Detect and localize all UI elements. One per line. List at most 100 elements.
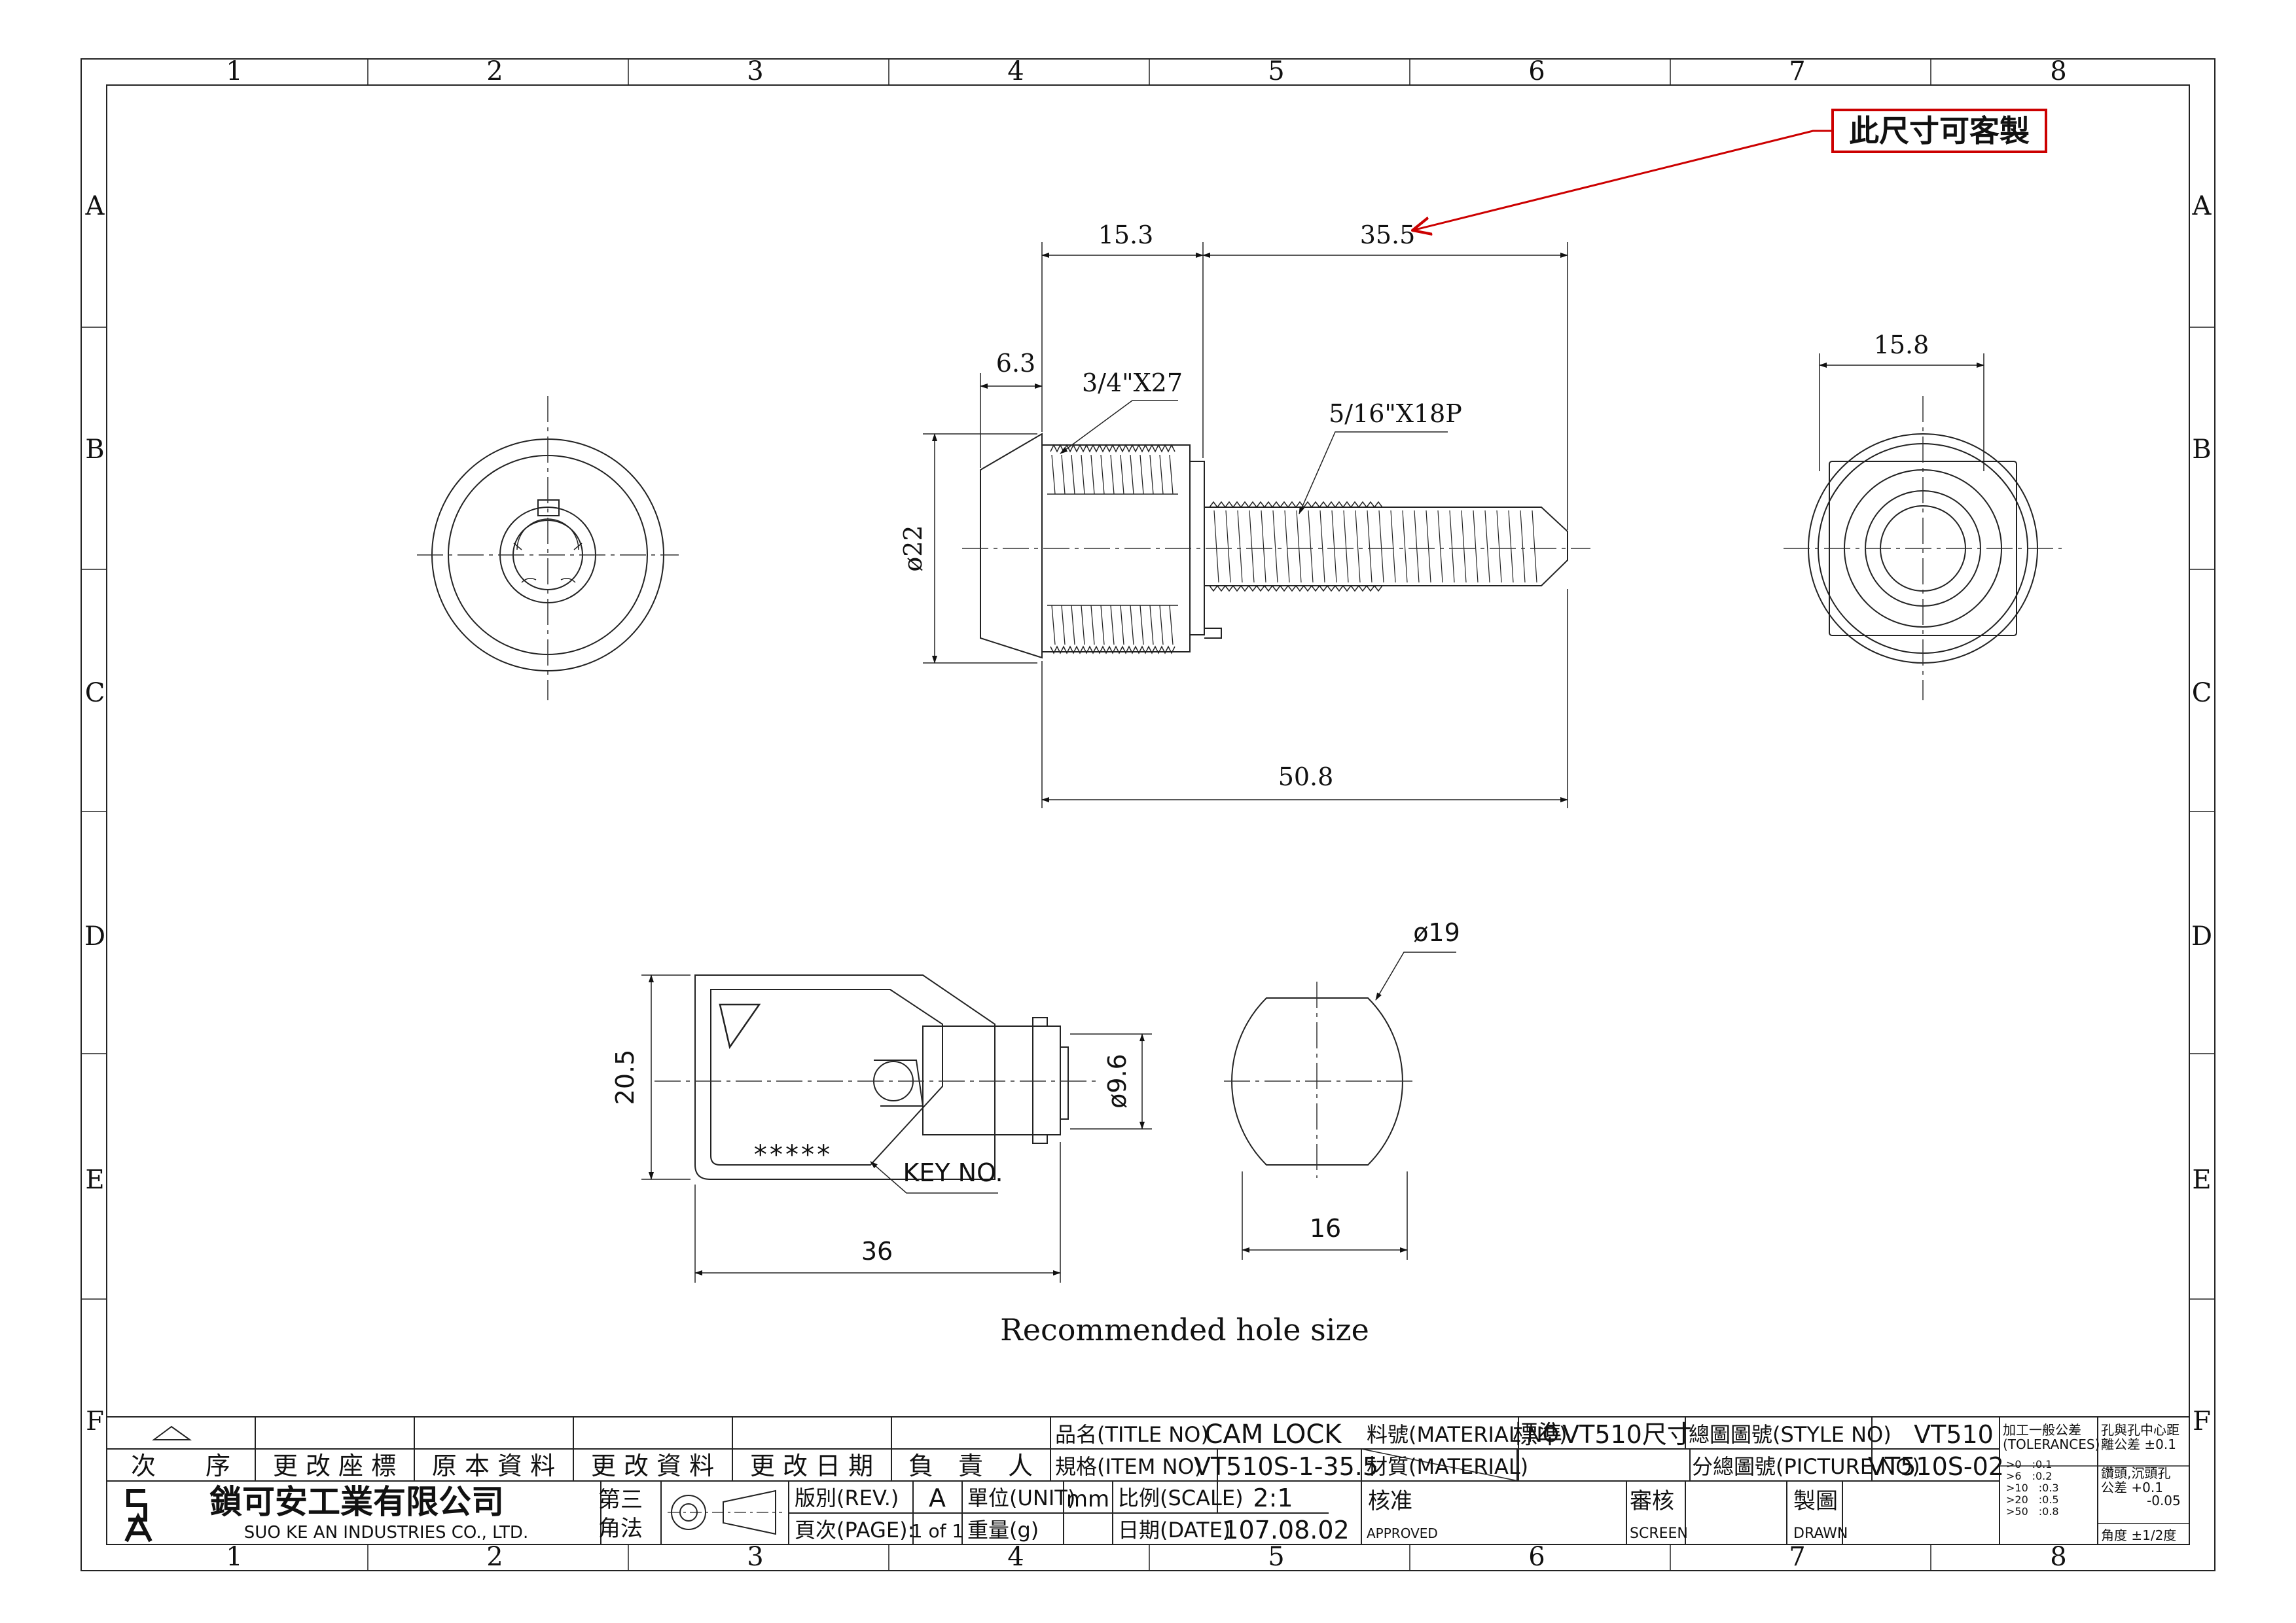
- company-name-en: SUO KE AN INDUSTRIES CO., LTD.: [244, 1523, 528, 1543]
- front-view-centerlines: [417, 396, 679, 700]
- dim-dia-22: ø22: [899, 525, 927, 571]
- end-view-centerlines: [1784, 396, 2062, 700]
- col-label-top: 6: [1528, 56, 1545, 86]
- col-label-top: 4: [1007, 56, 1024, 86]
- dim-35-5: 35.5: [1360, 221, 1416, 249]
- hole-view-dimension-lines: [1242, 952, 1456, 1260]
- hole-view: [1231, 997, 1403, 1166]
- col-label-top: 5: [1268, 56, 1284, 86]
- tolerance-block: 加工一般公差 (TOLERANCES) >0 :0.1 >6 :0.2 >10 …: [2003, 1422, 2181, 1543]
- dim-16: 16: [1310, 1214, 1341, 1243]
- row-label-right: A: [2192, 191, 2212, 221]
- revision-triangle-icon: [151, 1425, 192, 1440]
- tolerance-title-en: (TOLERANCES): [2003, 1436, 2100, 1452]
- thread-label-small: 5/16"X18P: [1329, 399, 1462, 428]
- rev-col-header: 原 本 資 料: [432, 1452, 555, 1480]
- thread-label-large: 3/4"X27: [1082, 368, 1183, 397]
- drill-tolerance: -0.05: [2147, 1493, 2181, 1508]
- picture-label: 分總圖號(PICTURE NO): [1692, 1454, 1920, 1479]
- company-name-cn: 鎖可安工業有限公司: [209, 1483, 504, 1521]
- material-no-value: 標準VT510尺寸: [1513, 1420, 1692, 1449]
- style-label: 總圖圖號(STYLE NO): [1689, 1422, 1892, 1447]
- note-box: [1831, 109, 2047, 153]
- row-label-right: C: [2192, 678, 2212, 708]
- third-angle-projection-icon: [668, 1489, 782, 1535]
- frame-row-labels: A B C D E F A B C D E F: [84, 191, 2212, 1436]
- angle-tolerance: 角度 ±1/2度: [2101, 1527, 2176, 1543]
- col-label-bottom: 1: [226, 1542, 242, 1572]
- hole-size-caption: Recommended hole size: [1000, 1312, 1369, 1347]
- drill-tolerance: 公差 +0.1: [2101, 1480, 2163, 1495]
- row-label-left: E: [85, 1165, 104, 1195]
- row-label-left: B: [85, 435, 104, 465]
- drawn-label-en: DRAWN: [1793, 1525, 1848, 1542]
- row-label-right: D: [2191, 921, 2212, 952]
- rev-col-header: 更 改 座 標: [273, 1452, 396, 1480]
- tolerance-row: >50 :0.8: [2006, 1505, 2059, 1518]
- hole-view-centerlines: [1224, 982, 1414, 1178]
- projection-label: 第三: [598, 1487, 643, 1513]
- unit-label: 單位(UNIT): [967, 1486, 1075, 1510]
- key-view: [694, 974, 1069, 1180]
- material-label: 材質(MATERIAL): [1367, 1454, 1528, 1479]
- dim-20-5: 20.5: [611, 1050, 639, 1105]
- hole-center-tolerance: 離公差 ±0.1: [2101, 1436, 2176, 1452]
- col-label-bottom: 8: [2050, 1542, 2066, 1572]
- dim-15-3: 15.3: [1098, 221, 1154, 249]
- side-view: [980, 433, 1568, 659]
- col-label-top: 2: [486, 56, 503, 86]
- dim-dia-9-6: ø9.6: [1103, 1054, 1132, 1109]
- tolerance-row: >10 :0.3: [2006, 1482, 2059, 1494]
- title-block-lines: [106, 1416, 2189, 1544]
- title-value: CAM LOCK: [1204, 1419, 1342, 1450]
- key-dimension-lines: [641, 974, 1152, 1283]
- key-no-label: KEY NO.: [903, 1158, 1003, 1187]
- drill-tolerance: 鑽頭,沉頭孔: [2101, 1465, 2170, 1481]
- rev-col-header: 更 改 日 期: [750, 1452, 873, 1480]
- title-block-fields: 品名(TITLE NO) CAM LOCK 料號(MATERIAL NO) 標準…: [795, 1419, 2004, 1544]
- rev-value: A: [929, 1484, 946, 1512]
- frame-column-labels: 1 2 3 4 5 6 7 8 1 2 3 4 5 6 7 8: [226, 56, 2066, 1572]
- note-leader-arrow: [1412, 130, 1833, 230]
- item-value: VT510S-1-35.5: [1194, 1452, 1378, 1481]
- col-label-bottom: 6: [1528, 1542, 1545, 1572]
- side-view-dimension-texts: 15.3 35.5 6.3 3/4"X27 5/16"X18P ø22 50.8: [899, 221, 1462, 791]
- page-value: 1 of 1: [911, 1520, 963, 1542]
- company-logo: [124, 1489, 152, 1543]
- date-value: 107.08.02: [1223, 1516, 1349, 1544]
- col-label-bottom: 4: [1007, 1542, 1024, 1572]
- tolerance-row: >6 :0.2: [2006, 1470, 2052, 1482]
- key-code-mark: *****: [753, 1140, 831, 1170]
- row-label-right: E: [2192, 1165, 2211, 1195]
- dim-50-8: 50.8: [1278, 762, 1334, 791]
- col-label-bottom: 2: [486, 1542, 503, 1572]
- dim-6-3: 6.3: [996, 349, 1035, 378]
- dim-36: 36: [861, 1237, 893, 1266]
- col-label-top: 7: [1789, 56, 1805, 86]
- note-text: 此尺寸可客製: [1849, 113, 2030, 149]
- row-label-left: D: [84, 921, 105, 952]
- rev-col-header: 次 序: [131, 1452, 230, 1480]
- material-no-label: 料號(MATERIAL NO): [1367, 1422, 1567, 1447]
- approved-label-cn: 核准: [1368, 1488, 1412, 1514]
- row-label-right: F: [2193, 1406, 2211, 1436]
- date-label: 日期(DATE): [1118, 1518, 1230, 1543]
- scale-value: 2:1: [1253, 1484, 1293, 1512]
- drawing-frame: [81, 58, 2215, 1571]
- dim-dia-19: ø19: [1413, 918, 1460, 947]
- page-label: 頁次(PAGE):: [795, 1518, 914, 1543]
- rev-col-header: 更 改 資 料: [591, 1452, 714, 1480]
- row-label-left: C: [85, 678, 105, 708]
- unit-value: mm: [1066, 1486, 1109, 1512]
- col-label-bottom: 3: [747, 1542, 763, 1572]
- title-label: 品名(TITLE NO): [1055, 1422, 1209, 1447]
- key-dimension-texts: 20.5 ø9.6 36 KEY NO.: [611, 1050, 1132, 1266]
- picture-value: VT510S-02: [1868, 1452, 2004, 1481]
- row-label-left: F: [86, 1406, 104, 1436]
- side-view-dimension-lines: [923, 242, 1568, 808]
- approved-label-en: APPROVED: [1367, 1525, 1438, 1541]
- weight-label: 重量(g): [967, 1518, 1039, 1543]
- dim-15-8: 15.8: [1874, 330, 1929, 359]
- frame-tick-marks: [81, 59, 2215, 1571]
